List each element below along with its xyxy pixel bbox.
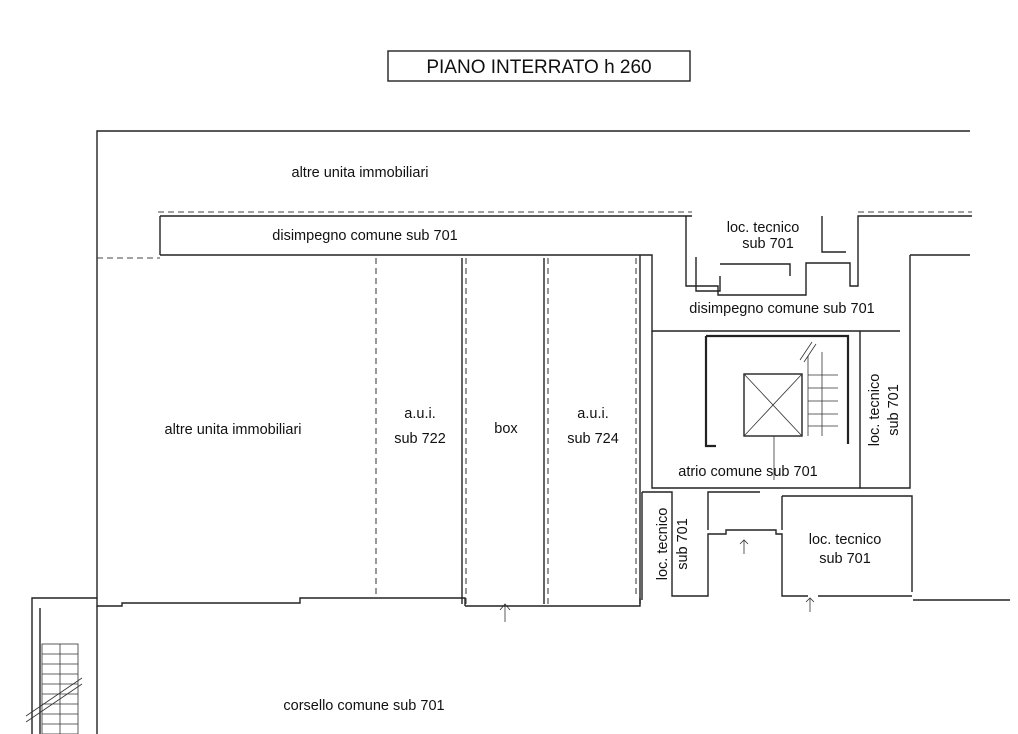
label-loc-tecnico-small-2: sub 701 <box>675 518 691 570</box>
label-loc-tecnico-top-1: loc. tecnico <box>727 220 800 236</box>
label-aui724-1: a.u.i. <box>577 406 608 422</box>
label-atrio: atrio comune sub 701 <box>678 464 817 480</box>
title-box: PIANO INTERRATO h 260 <box>387 50 691 82</box>
corridor-top <box>97 211 972 332</box>
plan-title: PIANO INTERRATO h 260 <box>426 57 651 78</box>
label-aui724-2: sub 724 <box>567 431 619 447</box>
label-aui722-1: a.u.i. <box>404 406 435 422</box>
label-loc-tecnico-small-1: loc. tecnico <box>655 508 671 581</box>
label-loc-tecnico-top-2: sub 701 <box>742 236 794 252</box>
label-disimpegno-right: disimpegno comune sub 701 <box>689 301 874 317</box>
label-aui722-2: sub 722 <box>394 431 446 447</box>
storage-units <box>375 255 641 622</box>
label-loc-tecnico-right-1: loc. tecnico <box>867 374 883 447</box>
stair-core <box>704 334 850 480</box>
label-loc-tecnico-bottom-1: loc. tecnico <box>809 532 882 548</box>
room-labels: altre unita immobiliari disimpegno comun… <box>165 165 903 714</box>
right-tech-room <box>859 331 911 489</box>
label-altre-left: altre unita immobiliari <box>165 422 302 438</box>
label-loc-tecnico-right-2: sub 701 <box>886 384 902 436</box>
lower-rooms <box>641 331 913 612</box>
label-corsello: corsello comune sub 701 <box>283 698 444 714</box>
label-disimpegno-left: disimpegno comune sub 701 <box>272 228 457 244</box>
label-loc-tecnico-bottom-2: sub 701 <box>819 551 871 567</box>
label-box: box <box>494 421 518 437</box>
bottom-stair <box>25 643 83 734</box>
label-altre-top: altre unita immobiliari <box>292 165 429 181</box>
